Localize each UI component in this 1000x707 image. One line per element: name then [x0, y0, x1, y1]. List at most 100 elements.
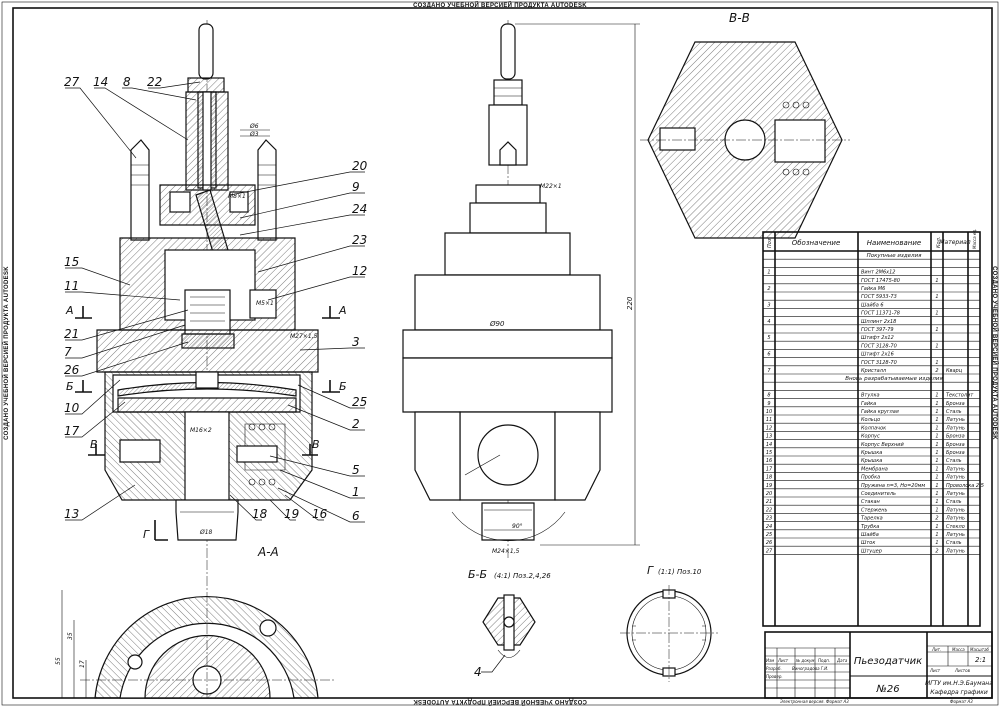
pos-label: 11: [64, 279, 79, 293]
pos-label: 25: [352, 395, 367, 409]
watermark-bottom: СОЗДАНО УЧЕБНОЙ ВЕРСИЕЙ ПРОДУКТА AUTODES…: [413, 698, 587, 706]
spec-row-qty: 1: [935, 483, 938, 489]
spec-row-material: Бронза: [946, 442, 965, 448]
spec-row-pos: 19: [766, 483, 772, 489]
spec-row-qty: 1: [935, 532, 938, 538]
tb-lit-label: Лит.: [931, 647, 941, 652]
spec-row-name: ГОСТ 17475-80: [861, 278, 900, 284]
spec-row-qty: 1: [935, 442, 938, 448]
spec-row-qty: 1: [935, 278, 938, 284]
dim-label: Ø6: [249, 123, 259, 130]
spec-row-pos: 15: [766, 450, 772, 456]
tb-mass-label: Масса: [952, 647, 965, 652]
spec-row-material: Латунь: [945, 417, 965, 423]
spec-row-pos: 8: [767, 393, 770, 399]
spec-row-material: Бронза: [946, 434, 965, 440]
pos-label: 19: [284, 507, 299, 521]
dim-label: М22×1: [540, 183, 562, 190]
view-g: Г (1:1) Поз.10: [620, 564, 718, 682]
spec-row-name: Штифт 2х12: [861, 335, 894, 341]
spec-row-material: Сталь: [946, 540, 962, 546]
spec-row-name: Шайба: [861, 532, 879, 538]
dim-label: Ø18: [199, 529, 213, 536]
cut-mark-label: А: [338, 304, 347, 317]
pos-label: 17: [64, 424, 80, 438]
spec-row-qty: 1: [935, 294, 938, 300]
pos-label: 8: [123, 75, 131, 89]
cut-mark-label: Г: [143, 528, 150, 541]
spec-row-name: Втулка: [861, 393, 880, 399]
spec-row-pos: 17: [766, 466, 773, 472]
spec-header-material: Материал: [939, 239, 970, 246]
spec-row-pos: 23: [766, 516, 772, 522]
spec-row-pos: 3: [767, 302, 770, 308]
dim-label: 220: [626, 296, 634, 310]
dim-label: Ø3: [249, 131, 259, 138]
pos-label: 24: [352, 202, 367, 216]
spec-row-material: Текстолит: [946, 393, 974, 399]
spec-row-name: ГОСТ 3128-70: [861, 360, 897, 366]
pos-label: 12: [352, 264, 367, 278]
spec-row-name: Гайка: [861, 401, 876, 407]
dim-label: М24×1,5: [492, 548, 520, 555]
spec-row-qty: 1: [935, 401, 938, 407]
spec-row-name: Шток: [861, 540, 875, 546]
spec-row-name: Пружина n=3, Но=20мм: [861, 483, 925, 489]
spec-row-name: Шайба 6: [861, 302, 884, 308]
spec-row-name: ГОСТ 5933-73: [861, 294, 897, 300]
spec-header-name: Наименование: [867, 239, 921, 247]
pos-label: 13: [64, 507, 79, 521]
spec-row-name: Шплинт 2х18: [861, 319, 896, 325]
spec-row-qty: 1: [935, 417, 938, 423]
section-b-b: Б-Б (4:1) Поз.2,4,26 4: [468, 568, 551, 679]
tb-row-label: Изм: [766, 658, 774, 663]
dim-label: 17: [79, 660, 86, 668]
spec-row-name: Колпачок: [861, 425, 886, 431]
spec-row-name: Корпус: [861, 434, 880, 440]
spec-row-name: Стержень: [861, 507, 888, 513]
spec-row-material: Стекло: [946, 524, 965, 530]
watermark-left: СОЗДАНО УЧЕБНОЙ ВЕРСИЕЙ ПРОДУКТА AUTODES…: [2, 266, 10, 440]
watermark-right: СОЗДАНО УЧЕБНОЙ ВЕРСИЕЙ ПРОДУКТА AUTODES…: [991, 266, 999, 440]
section-aa-title: А-А: [257, 545, 279, 559]
view-g-note: (1:1) Поз.10: [658, 568, 702, 576]
spec-row-qty: 1: [935, 434, 938, 440]
pos-label: 14: [93, 75, 108, 89]
spec-row-material: Сталь: [946, 499, 962, 505]
spec-row-material: Латунь: [945, 516, 965, 522]
main-view-dimensions: Ø6 Ø3 М8×1 М5×1 М27×1,5 М16×2 Ø18: [190, 123, 318, 536]
spec-row-name: Кольцо: [861, 417, 880, 423]
tb-sheet-label: Лист: [929, 668, 941, 673]
pos-label: 21: [64, 327, 79, 341]
pos-label: 3: [352, 335, 360, 349]
pos-label: 22: [147, 75, 162, 89]
spec-row-material: Латунь: [945, 475, 965, 481]
spec-row-material: Латунь: [945, 548, 965, 554]
pos-label: 6: [352, 509, 360, 523]
tb-check-label: Провер.: [766, 674, 783, 679]
tb-row-label: Лист: [777, 658, 789, 663]
tb-format-label: Формат А3: [950, 699, 973, 704]
spec-row-pos: 5: [767, 335, 770, 341]
section-b-b-title: Б-Б: [468, 568, 487, 581]
spec-row-qty: 1: [935, 475, 938, 481]
dim-label: 90°: [512, 523, 523, 530]
tb-org-line2: Кафедра графики: [930, 689, 988, 696]
main-section-view: [96, 20, 319, 560]
spec-header-pos: Поз.: [767, 237, 773, 248]
spec-row-qty: 1: [935, 409, 938, 415]
spec-header-designation: Обозначение: [792, 239, 841, 247]
spec-row-name: Стакан: [861, 499, 881, 505]
tb-row-label: № докум.: [795, 658, 816, 663]
spec-row-pos: 12: [766, 425, 772, 431]
spec-row-qty: 1: [935, 393, 938, 399]
pos-label: 1: [352, 485, 360, 499]
spec-row-pos: 16: [766, 458, 772, 464]
spec-section-title: Вновь разрабатываемые изделия: [845, 376, 943, 382]
title-block: Изм Лист № докум. Подп. Дата Разраб. Про…: [764, 631, 993, 704]
spec-row-qty: 2: [935, 516, 938, 522]
spec-row-name: Тарелка: [861, 516, 883, 522]
spec-row-pos: 9: [767, 401, 770, 407]
spec-row-material: Латунь: [945, 507, 965, 513]
spec-row-name: Корпус Верхний: [861, 442, 905, 448]
